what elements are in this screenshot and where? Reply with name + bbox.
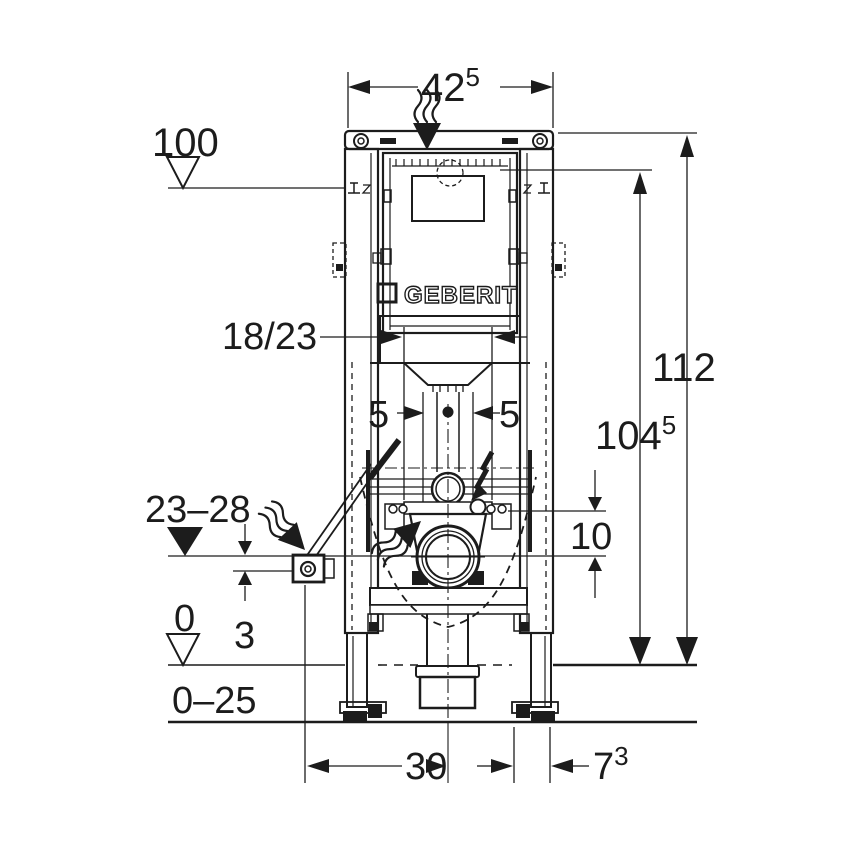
dim-cistern-height: 1045: [500, 169, 676, 665]
rail-mark-left-icon: [348, 182, 360, 194]
cistern-lower-panel: [379, 315, 521, 364]
dim-flush-pipe-distance: 18/23: [222, 316, 527, 358]
frame-bolt-left-icon: [353, 133, 369, 149]
svg-text:5: 5: [368, 394, 389, 436]
frame-rail-left: [343, 147, 380, 635]
frame-bolt-right-icon: [532, 133, 548, 149]
dim-10: 10: [508, 470, 612, 598]
dim-offset-left: 5: [368, 394, 424, 436]
level-marker-open-icon: [165, 156, 201, 191]
floor-buildup-label: 0–25: [172, 680, 257, 722]
level-lines: [165, 156, 697, 783]
cistern-access-window: [411, 175, 485, 222]
geberit-logo: GEBERIT: [404, 282, 518, 309]
wall-anchor: [291, 438, 402, 584]
wall-bracket-dashed-right: [551, 242, 566, 278]
dim-top-width: 425: [347, 62, 554, 128]
frame-leg-right: [530, 632, 552, 708]
svg-text:18/23: 18/23: [222, 316, 317, 358]
svg-text:30: 30: [405, 746, 447, 788]
frame-rail-right: [518, 147, 555, 635]
concealed-cistern: GEBERIT: [370, 151, 530, 392]
svg-text:1045: 1045: [595, 410, 676, 458]
power-conduit-hole-icon: [469, 498, 487, 516]
rail-mark-right-icon: [538, 182, 550, 194]
svg-text:10: 10: [570, 516, 612, 558]
frame-leg-left: [346, 632, 368, 708]
level-0-label: 0: [174, 598, 195, 640]
level-100-label: 100: [152, 121, 219, 165]
bracket-hole-icon: [497, 504, 507, 514]
level-23-28-label: 23–28: [145, 489, 251, 531]
geberit-logo-square-icon: [376, 282, 398, 304]
svg-text:3: 3: [234, 615, 255, 657]
odor-extraction-top-icon: [413, 88, 441, 150]
dim-7-3: 73: [477, 741, 629, 788]
dim-30: 30: [304, 585, 551, 788]
dim-3: 3: [233, 524, 293, 657]
wall-anchor-bolt-icon: [299, 560, 317, 578]
mounting-frame: [332, 129, 566, 721]
odor-extraction-bracket-icon: [257, 500, 305, 550]
dim-total-height: 112: [558, 132, 716, 665]
svg-text:112: 112: [652, 346, 716, 390]
frame-top-bar: [343, 129, 555, 151]
bracket-hole-icon: [398, 504, 408, 514]
svg-text:425: 425: [421, 62, 480, 110]
center-axis-dot-icon: [442, 406, 454, 418]
level-marker-open-icon: [165, 633, 201, 668]
svg-text:5: 5: [499, 394, 520, 436]
cistern-box: [381, 151, 519, 335]
flush-funnel: [370, 362, 530, 386]
svg-text:73: 73: [593, 741, 629, 788]
bracket-hole-icon: [486, 504, 496, 514]
level-marker-filled-icon: [167, 527, 203, 556]
wall-bracket-dashed-left: [332, 242, 347, 278]
power-connection-icon: [471, 450, 495, 501]
bracket-hole-icon: [388, 504, 398, 514]
dim-offset-right: 5: [442, 394, 520, 436]
